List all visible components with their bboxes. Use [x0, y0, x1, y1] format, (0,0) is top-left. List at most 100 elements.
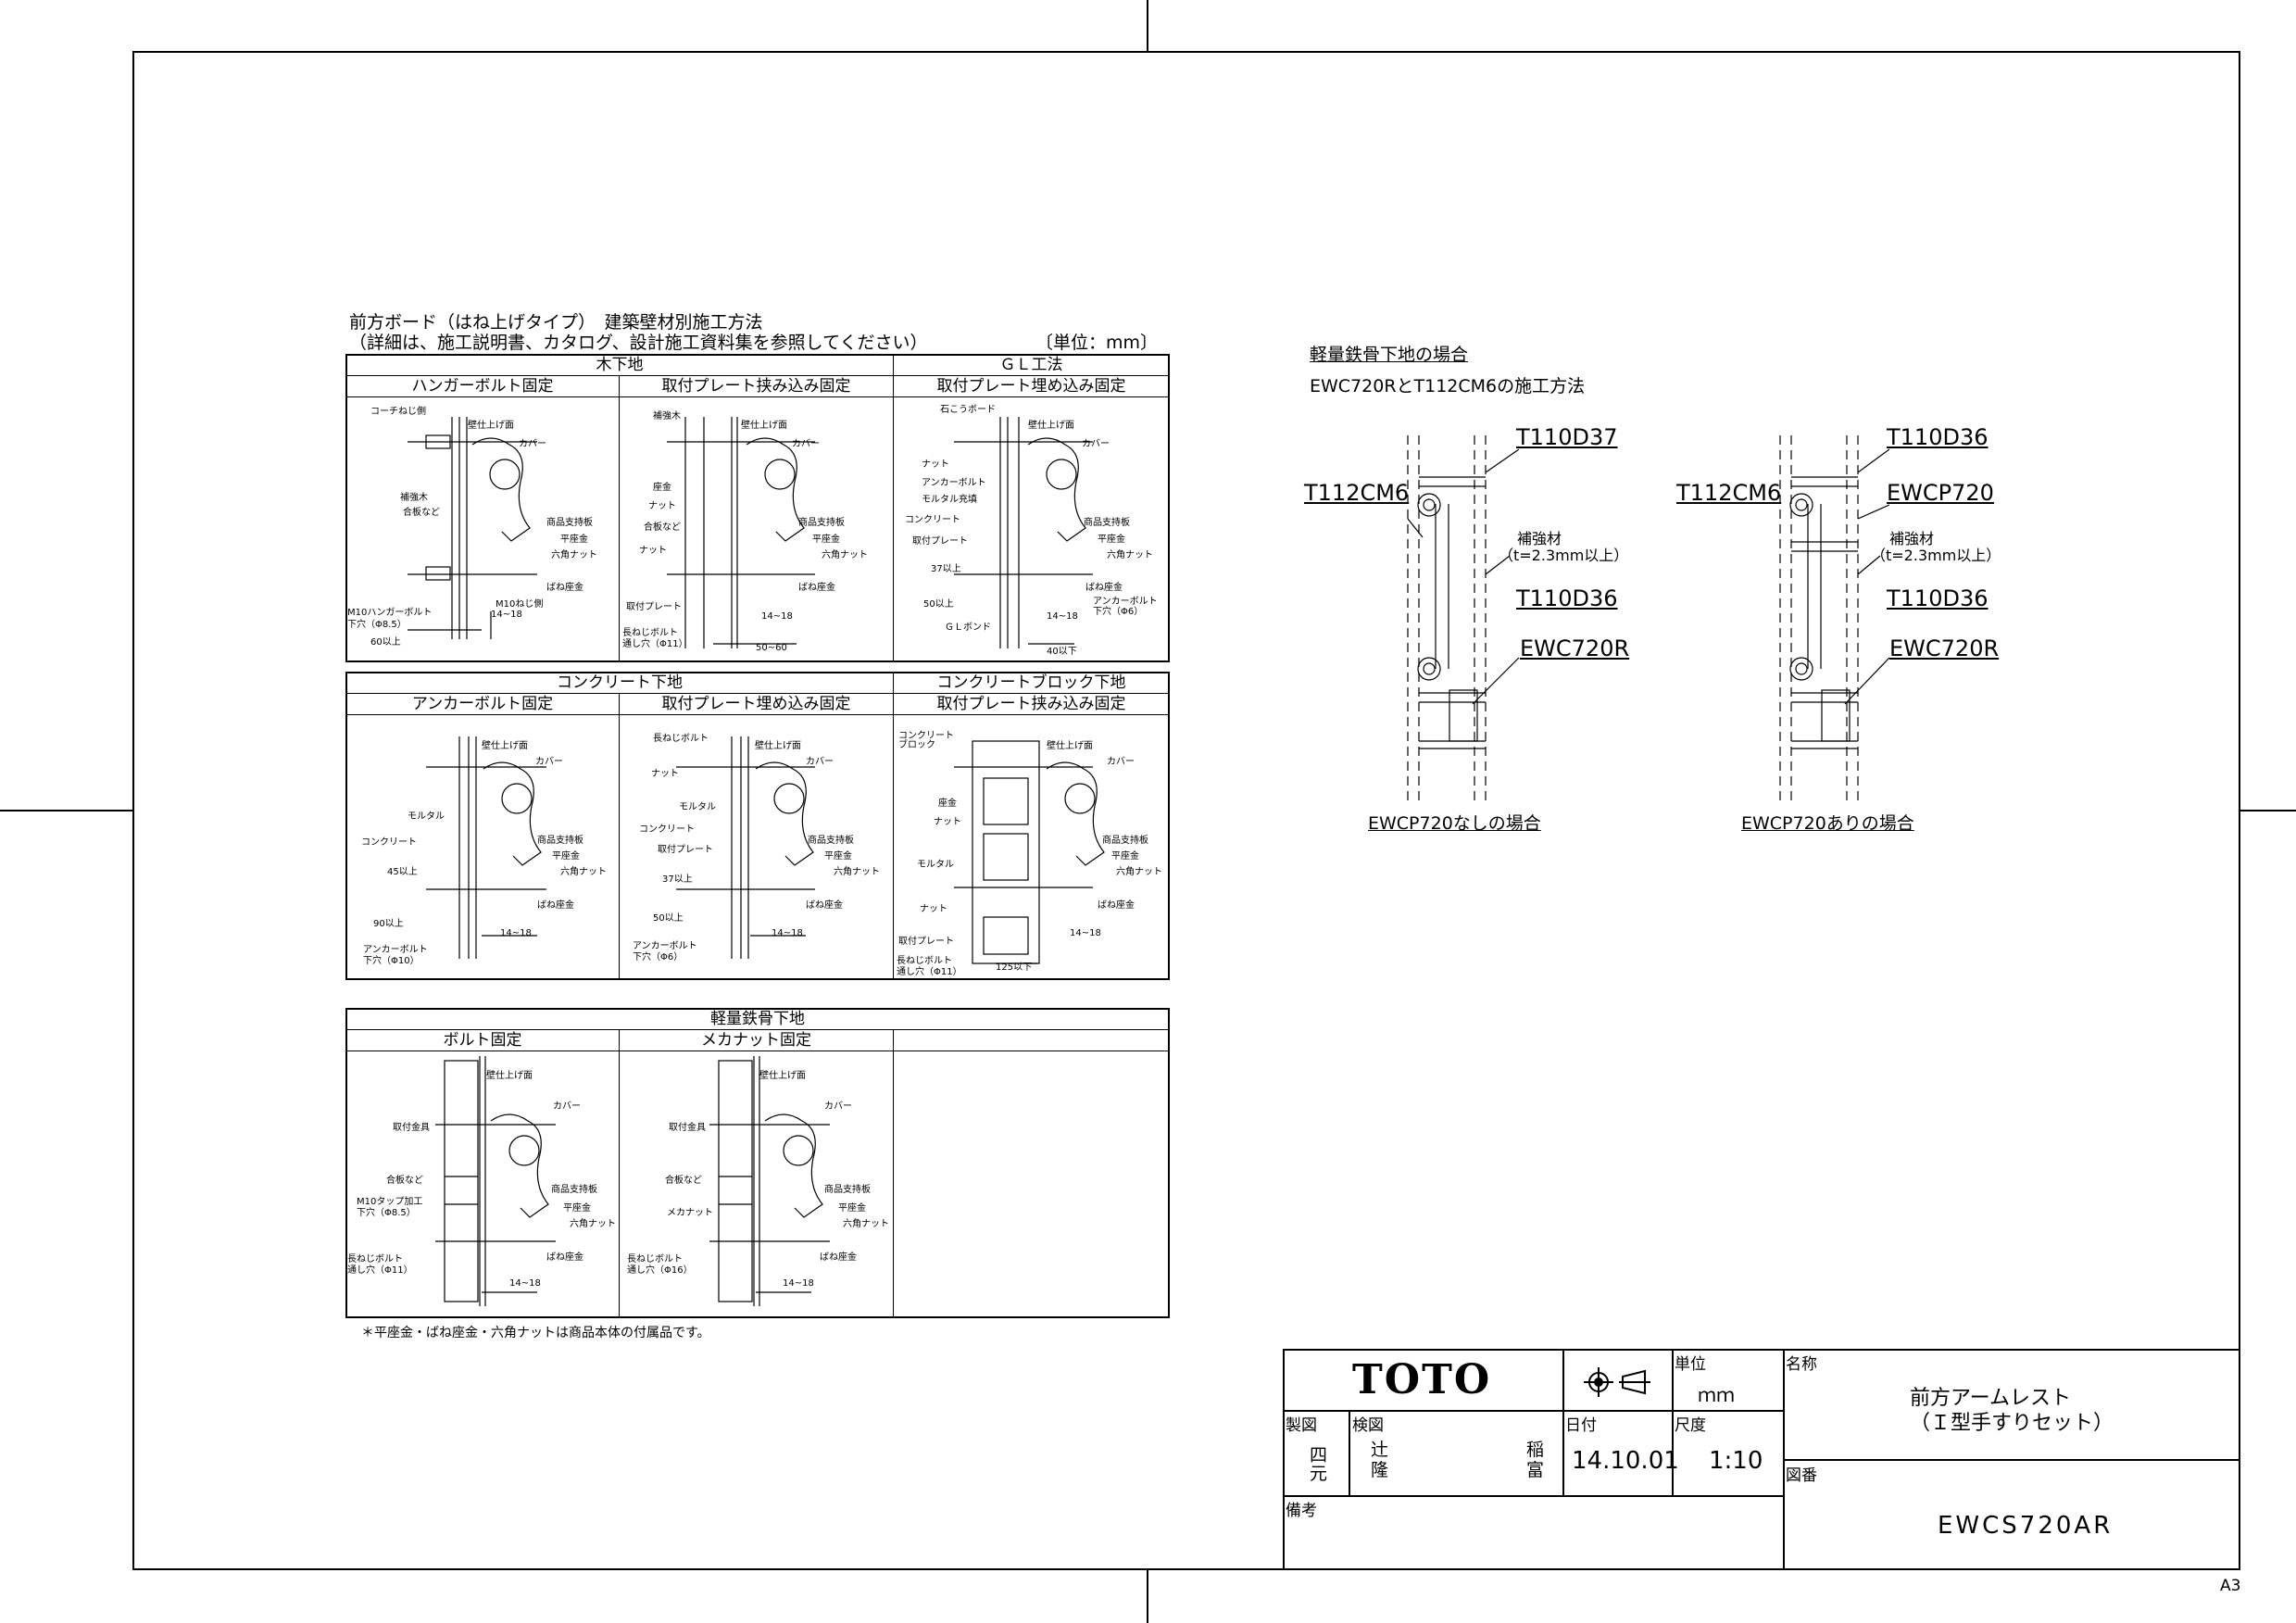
drawing-frame	[132, 51, 2240, 1570]
lbl-dim-14-18-4: 14~18	[500, 928, 532, 938]
unit-label: 単位	[1675, 1355, 1706, 1374]
tb-hr-3	[1783, 1459, 2240, 1461]
scale-label: 尺度	[1675, 1416, 1706, 1435]
left-t112cm6: T112CM6	[1304, 480, 1410, 506]
lbl-anchor-bolt-4: アンカーボルト	[363, 945, 428, 955]
lbl-cover-3: カバー	[1082, 439, 1110, 449]
lbl-gl-bond: ＧＬボンド	[945, 623, 991, 633]
lbl-cover-8: カバー	[824, 1101, 852, 1112]
lbl-plywood-8: 合板など	[665, 1176, 702, 1186]
lbl-pilot-10: 下穴（Φ10）	[363, 956, 420, 966]
product-name-1: 前方アームレスト	[1910, 1387, 2072, 1410]
steel-title: 軽量鉄骨下地の場合	[1310, 345, 1469, 365]
lbl-mount-plate-2: 取付プレート	[626, 602, 682, 612]
lbl-cover-4: カバー	[535, 757, 563, 767]
lbl-flat-washer-7: 平座金	[563, 1203, 591, 1214]
center-mark-top	[1147, 0, 1148, 51]
lbl-m10-hanger: M10ハンガーボルト	[347, 608, 433, 618]
checked-label: 検図	[1352, 1416, 1384, 1435]
lbl-concrete-4: コンクリート	[361, 837, 417, 848]
steel-diagram-right	[1779, 435, 1890, 806]
lbl-support-plate-6: 商品支持板	[1102, 836, 1148, 846]
lbl-cover: カバー	[519, 439, 546, 449]
lbl-wall-finish-4: 壁仕上げ面	[482, 741, 528, 751]
lbl-spring-washer-2: ばね座金	[798, 583, 835, 593]
lbl-mount-fitting-7: 取付金具	[393, 1123, 430, 1133]
cell-empty	[893, 1051, 1170, 1318]
lbl-washer-2: 座金	[653, 483, 671, 493]
checked-by-1: 辻	[1371, 1440, 1389, 1460]
lbl-plywood-7: 合板など	[386, 1176, 423, 1186]
lbl-reinforcement: 補強木	[400, 493, 428, 503]
center-mark-right	[2240, 810, 2296, 812]
cell-plate-clamp-block	[893, 714, 1170, 980]
lbl-nut-6: ナット	[934, 817, 961, 827]
lbl-long-bolt-6: 長ねじボルト	[897, 956, 952, 966]
lbl-support-plate-5: 商品支持板	[808, 836, 854, 846]
left-reinforce-t: （t=2.3mm以上）	[1499, 547, 1629, 564]
lbl-spring-washer-4: ばね座金	[537, 900, 574, 911]
lbl-pilot-6-5: 下穴（Φ6）	[633, 952, 684, 962]
right-ewcp720: EWCP720	[1887, 480, 1994, 506]
lbl-dim-45: 45以上	[387, 867, 418, 877]
lbl-flat-washer-6: 平座金	[1111, 851, 1139, 862]
lbl-washer-6: 座金	[938, 799, 957, 809]
lbl-coach-screw: コーチねじ側	[370, 407, 426, 417]
scale-value: 1:10	[1709, 1447, 1763, 1475]
tb-div-2	[1672, 1349, 1674, 1496]
center-mark-left	[0, 810, 132, 812]
lbl-mount-plate-5: 取付プレート	[658, 845, 713, 855]
drawing-anchor	[426, 736, 546, 959]
lbl-dim-40: 40以下	[1047, 647, 1077, 657]
drawn-label: 製図	[1286, 1416, 1317, 1435]
left-caption: EWCP720なしの場合	[1368, 813, 1541, 834]
right-t110d36-top: T110D36	[1887, 424, 1989, 450]
drawing-no-label: 図番	[1786, 1466, 1817, 1485]
lbl-long-bolt-8: 長ねじボルト	[627, 1254, 683, 1264]
drawn-by-1: 四	[1310, 1445, 1328, 1466]
lbl-mount-plate-3: 取付プレート	[912, 536, 968, 547]
lbl-pilot-85b: 下穴（Φ8.5）	[357, 1208, 416, 1218]
lbl-pilot-85: 下穴（Φ8.5）	[347, 620, 407, 630]
unit-value: ｍｍ	[1698, 1384, 1735, 1406]
steel-diagram-left	[1407, 435, 1520, 806]
lbl-support-plate-8: 商品支持板	[824, 1185, 871, 1195]
lbl-hex-nut-2: 六角ナット	[822, 550, 868, 560]
lbl-mount-plate-6: 取付プレート	[898, 937, 954, 947]
lbl-spring-washer-7: ばね座金	[546, 1252, 583, 1263]
steel-subtitle: EWC720RとT112CM6の施工方法	[1310, 376, 1586, 396]
lbl-flat-washer-8: 平座金	[838, 1203, 866, 1214]
detail-subtitle: （詳細は、施工説明書、カタログ、設計施工資料集を参照してください）	[349, 333, 928, 353]
lbl-reinforcement-2: 補強木	[653, 411, 681, 421]
lbl-hex-nut-3: 六角ナット	[1107, 550, 1153, 560]
right-caption: EWCP720ありの場合	[1741, 813, 1914, 834]
lbl-flat-washer-2: 平座金	[812, 535, 840, 545]
lbl-spring-washer-5: ばね座金	[806, 900, 843, 911]
checked-by-2: 隆	[1371, 1460, 1389, 1480]
sheet-size: A3	[2220, 1577, 2241, 1595]
center-mark-bottom	[1147, 1570, 1148, 1623]
lbl-spring-washer-3: ばね座金	[1085, 583, 1123, 593]
lbl-dim-14-18-8: 14~18	[783, 1278, 814, 1289]
lbl-hex-nut-7: 六角ナット	[570, 1219, 616, 1229]
drawing-plate-embed-conc	[676, 736, 815, 959]
lbl-through-11-6: 通し穴（Φ11）	[897, 967, 962, 977]
lbl-dim-50-60: 50~60	[756, 643, 787, 653]
lbl-hex-nut-5: 六角ナット	[834, 867, 880, 877]
lbl-spring-washer-6: ばね座金	[1098, 900, 1135, 911]
lbl-cover-7: カバー	[553, 1101, 581, 1112]
lbl-flat-washer-3: 平座金	[1098, 535, 1125, 545]
lbl-support-plate-4: 商品支持板	[537, 836, 583, 846]
drawing-no: EWCS720AR	[1938, 1512, 2114, 1540]
lbl-dim-14-18: 14~18	[491, 610, 522, 620]
lbl-anchor-bolt-3b: アンカーボルト	[1093, 597, 1158, 607]
lbl-cover-5: カバー	[806, 757, 834, 767]
left-t110d36: T110D36	[1516, 585, 1618, 611]
lbl-through-11-2: 通し穴（Φ11）	[622, 639, 688, 649]
lbl-flat-washer-5: 平座金	[824, 851, 852, 862]
lbl-wall-finish-8: 壁仕上げ面	[759, 1071, 806, 1081]
lbl-gypsum: 石こうボード	[940, 405, 996, 415]
toto-logo: TOTO	[1352, 1356, 1492, 1403]
lbl-long-bolt-7: 長ねじボルト	[347, 1254, 403, 1264]
